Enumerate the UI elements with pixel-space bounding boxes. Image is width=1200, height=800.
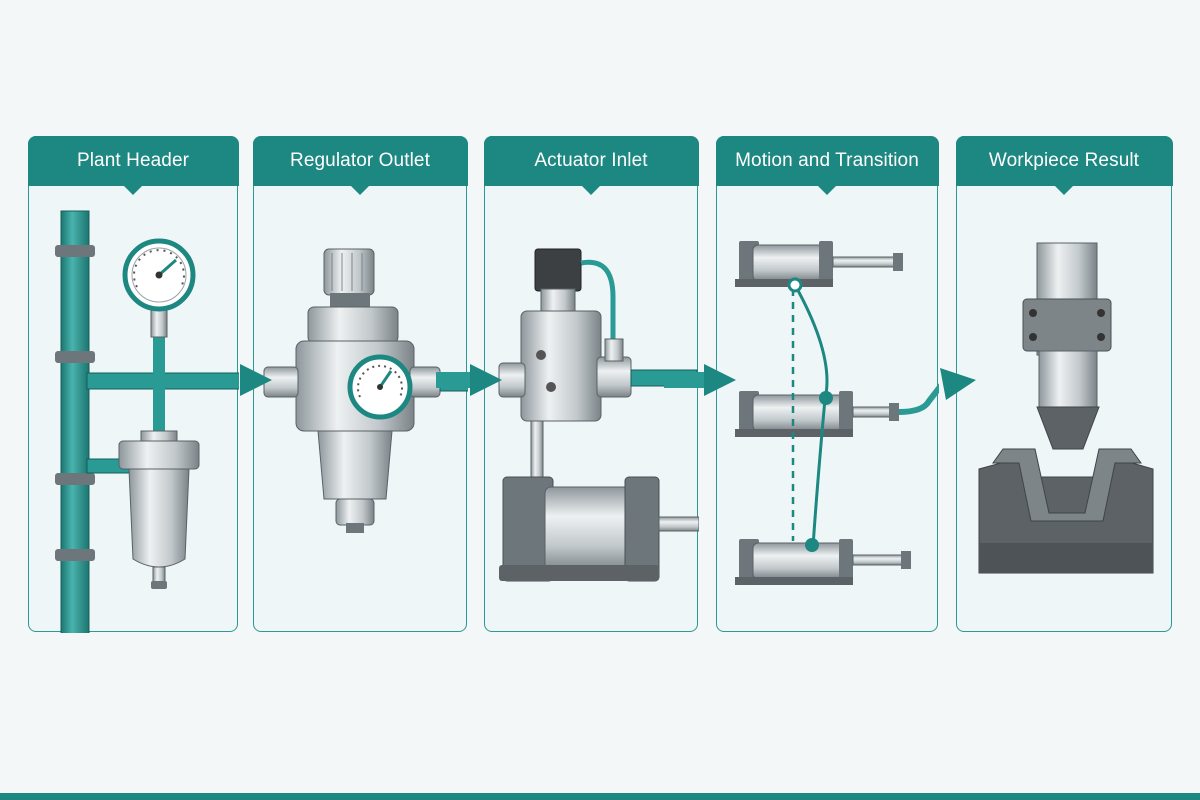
solenoid-valve-icon	[498, 248, 698, 482]
stage-title: Regulator Outlet	[252, 135, 468, 195]
pneumatic-cylinder-icon	[735, 383, 939, 437]
pressure-gauge-icon	[347, 354, 413, 420]
stage-panel-motion-and-transition: Motion and Transition	[715, 135, 939, 632]
stage-panel-actuator-inlet: Actuator Inlet	[483, 135, 699, 632]
stage-title: Workpiece Result	[955, 135, 1173, 195]
filter-bowl-icon	[118, 430, 200, 589]
press-ram-icon	[1022, 242, 1112, 450]
motion-illustration	[735, 241, 939, 585]
pipe-header-icon	[55, 210, 239, 633]
actuator-illustration	[498, 248, 699, 582]
stage-title: Motion and Transition	[715, 135, 939, 195]
position-marker-icon	[787, 277, 803, 293]
position-marker-icon	[819, 391, 833, 405]
stage-title: Actuator Inlet	[483, 135, 699, 195]
pneumatic-cylinder-icon	[735, 241, 903, 287]
stage-title: Plant Header	[27, 135, 239, 195]
pressure-gauge-icon	[122, 238, 196, 338]
regulator-illustration	[263, 248, 468, 533]
position-marker-icon	[805, 538, 819, 552]
die-block-icon	[978, 448, 1154, 574]
plant-header-illustration	[55, 210, 239, 633]
pneumatic-cylinder-icon	[735, 539, 911, 585]
motion-path	[787, 277, 833, 552]
stage-panel-workpiece-result: Workpiece Result	[955, 135, 1173, 632]
pneumatic-cylinder-icon	[499, 476, 699, 582]
stage-panel-plant-header: Plant Header	[27, 135, 239, 633]
bottom-accent-bar	[0, 793, 1200, 800]
stage-panel-regulator-outlet: Regulator Outlet	[252, 135, 468, 632]
workpiece-illustration	[978, 242, 1154, 574]
